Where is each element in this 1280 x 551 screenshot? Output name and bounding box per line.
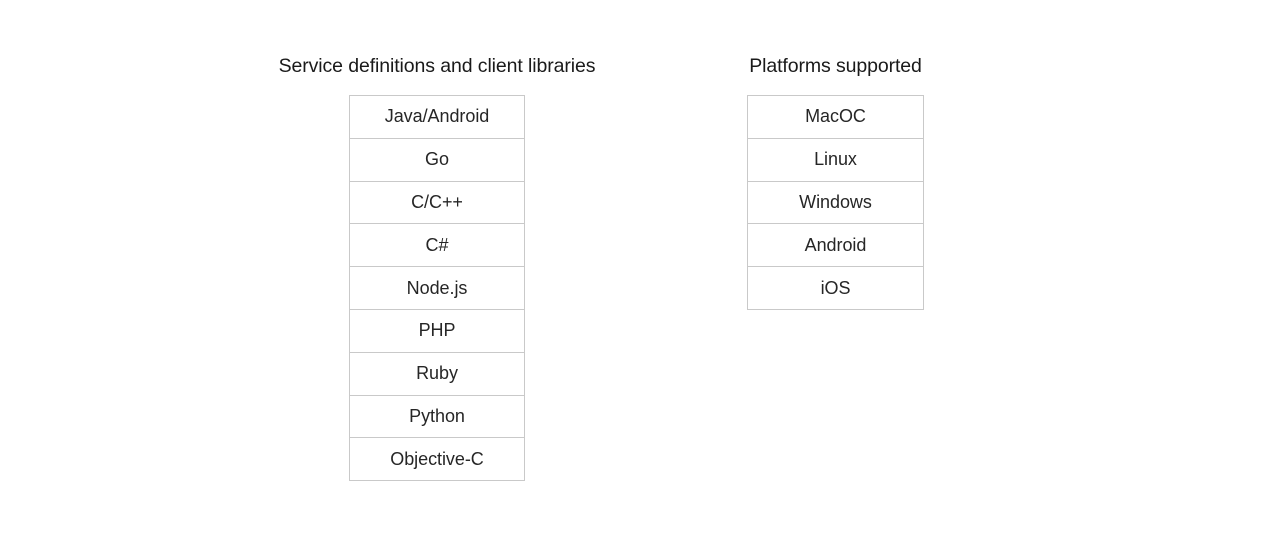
list-item: Python — [350, 396, 524, 439]
list-item: C# — [350, 224, 524, 268]
column-title-service-definitions: Service definitions and client libraries — [278, 55, 596, 77]
list-item: iOS — [748, 267, 923, 310]
list-item: MacOC — [748, 96, 923, 139]
list-item: Linux — [748, 139, 923, 182]
list-item: Objective-C — [350, 438, 524, 482]
list-item: C/C++ — [350, 182, 524, 225]
list-item: Java/Android — [350, 96, 524, 139]
list-item: PHP — [350, 310, 524, 353]
platform-list-table: MacOC Linux Windows Android iOS — [747, 95, 924, 310]
column-title-platforms-supported: Platforms supported — [749, 55, 922, 77]
list-item: Windows — [748, 182, 923, 225]
list-item: Go — [350, 139, 524, 182]
list-item: Ruby — [350, 353, 524, 396]
list-item: Android — [748, 224, 923, 268]
list-item: Node.js — [350, 267, 524, 310]
language-list-table: Java/Android Go C/C++ C# Node.js PHP Rub… — [349, 95, 525, 482]
